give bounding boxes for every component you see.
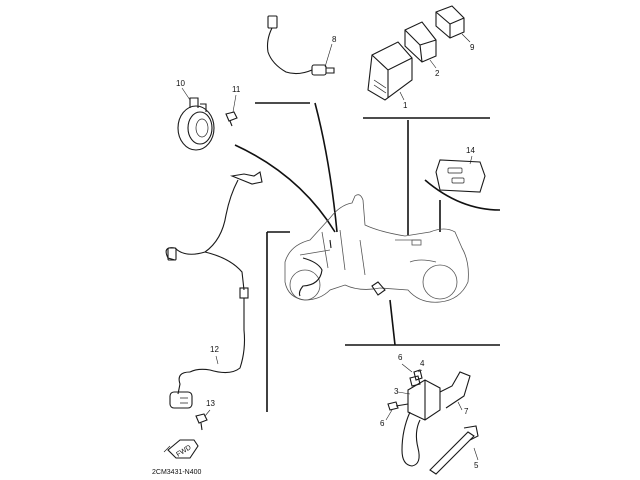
section-dividers	[234, 102, 501, 412]
sensor-switch-part-8	[266, 15, 335, 76]
callout-number-2: 2	[435, 69, 440, 78]
callout-number-10: 10	[176, 79, 185, 88]
fwd-label: FWD	[175, 444, 192, 458]
horn-part-10	[177, 87, 215, 151]
bolt-part-13	[195, 409, 211, 431]
ignition-coil-assembly	[385, 363, 471, 467]
relay-box-part-1	[367, 41, 413, 101]
drawing-code: 2CM3431-N400	[152, 469, 202, 476]
motorcycle-outline	[284, 194, 469, 303]
callout-number-11: 11	[232, 85, 241, 94]
callout-number-4: 4	[420, 359, 425, 368]
callout-number-12: 12	[210, 345, 219, 354]
callout-number-7: 7	[464, 407, 469, 416]
callout-number-14: 14	[466, 146, 475, 155]
callout-number-6-upper: 6	[398, 353, 403, 362]
callout-number-5: 5	[474, 461, 479, 470]
speed-sensor-lead-part-12	[165, 171, 263, 409]
panel-part-14	[435, 155, 486, 193]
relay-part-9	[435, 5, 471, 43]
forward-direction-arrow: FWD	[163, 439, 199, 459]
cable-tie-part-5	[429, 425, 479, 475]
callout-number-13: 13	[206, 399, 215, 408]
callout-number-8: 8	[332, 35, 337, 44]
callout-number-6-lower: 6	[380, 419, 385, 428]
callout-number-3: 3	[394, 387, 399, 396]
cover-part-2	[404, 21, 437, 69]
callout-number-9: 9	[470, 43, 475, 52]
callout-number-1: 1	[403, 101, 408, 110]
bolt-part-11	[225, 94, 238, 127]
